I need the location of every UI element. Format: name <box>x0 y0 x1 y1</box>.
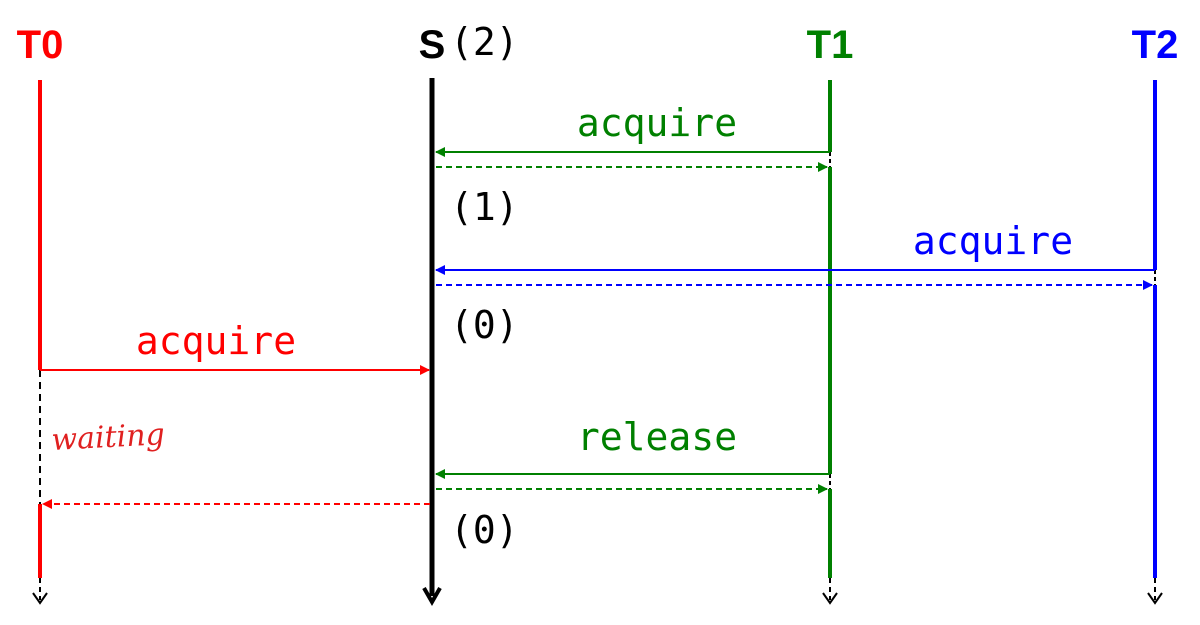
lifeline-t0 <box>32 80 48 605</box>
count-after-t2-acquire: (0) <box>450 303 519 347</box>
lane-label-t2: T2 <box>1132 23 1179 67</box>
message-label-t1-release: release <box>577 415 737 459</box>
lane-label-s: S <box>419 23 446 67</box>
lifeline-s <box>422 78 442 607</box>
count-after-t1-release: (0) <box>450 508 519 552</box>
lifeline-end-icon <box>1147 592 1163 605</box>
lifeline-end-icon <box>422 587 442 607</box>
lifeline-t1 <box>822 80 838 605</box>
message-label-t2-acquire: acquire <box>913 219 1073 263</box>
lifeline-end-icon <box>32 592 48 605</box>
count-after-t1-acquire: (1) <box>450 185 519 229</box>
lane-label-t0: T0 <box>17 23 64 67</box>
lane-label-t1: T1 <box>807 23 854 67</box>
lifeline-t2 <box>1147 80 1163 605</box>
lifeline-end-icon <box>822 592 838 605</box>
semaphore-initial-count: (2) <box>450 20 519 64</box>
message-label-t1-acquire: acquire <box>577 101 737 145</box>
message-label-t0-acquire: acquire <box>136 319 296 363</box>
annotation-t0-waiting: waiting <box>51 417 166 458</box>
